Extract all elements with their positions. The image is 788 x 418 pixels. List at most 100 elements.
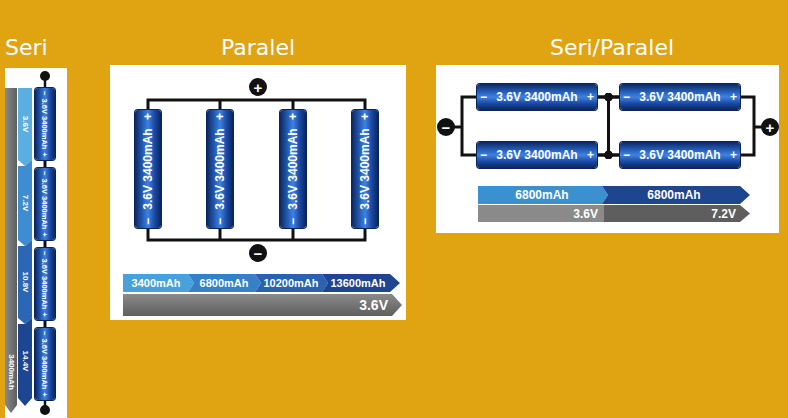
polarity-mark: − (41, 91, 50, 95)
capacity-bar (255, 274, 328, 292)
voltage-value: 10.8V (21, 272, 29, 293)
section-title: Seri/Paralel (550, 37, 674, 59)
junction-dot (605, 93, 613, 101)
voltage-value: 3.6V (21, 116, 29, 132)
battery-cell: −3.6V 3400mAh+ (620, 142, 740, 168)
capacity-value: 3400mAh (7, 354, 15, 390)
wire (462, 97, 477, 155)
junction-dot (605, 151, 613, 159)
cell-rating: 3.6V 3400mAh (358, 128, 372, 209)
polarity-mark: + (587, 148, 594, 162)
polarity-mark: + (587, 90, 594, 104)
wire (219, 228, 222, 240)
cell-label-row: −3.6V 3400mAh + (477, 142, 597, 168)
junction-dot (605, 151, 613, 159)
polarity-mark: + (41, 153, 50, 157)
capacity-bar (5, 88, 17, 413)
cell-rating: 3.6V 3400mAh (639, 90, 720, 104)
voltage-bar (123, 294, 402, 316)
cell-label-row: − 3.6V 3400mAh + (280, 110, 306, 228)
terminal (40, 405, 50, 415)
voltage-value: 3.6V (573, 208, 598, 220)
polarity-mark: − (41, 251, 50, 255)
voltage-value: 3.6V (359, 298, 388, 312)
battery-cell: − 3.6V 3400mAh + (280, 110, 306, 228)
terminal-sign: + (254, 80, 263, 95)
battery-cell: −3.6V 3400mAh + (477, 84, 597, 110)
battery-cell: − 3.6V 3400mAh + (135, 110, 161, 228)
terminal (761, 118, 779, 136)
cell-label-row: − 3.6V 3400mAh + (135, 110, 161, 228)
terminal (40, 71, 50, 81)
battery-cell: −3.6V 3400mAh+ (207, 110, 233, 228)
voltage-value: 7.2V (711, 208, 736, 220)
capacity-bar (602, 186, 750, 204)
capacity-bar (188, 274, 261, 292)
capacity-value: 10200mAh (263, 278, 318, 289)
terminal (249, 78, 267, 96)
wire (740, 97, 754, 155)
capacity-bar (123, 274, 194, 292)
cell-rating: 3.6V 3400mAh (286, 128, 300, 209)
battery-cell: −3.6V 3400mAh + (620, 84, 740, 110)
battery-cell: −3.6V 3400mAh+ (35, 328, 55, 400)
voltage-bar (18, 318, 32, 406)
cell-rating: 3.6V 3400mAh (639, 148, 720, 162)
panel (110, 65, 406, 320)
cell-label-row: −3.6V 3400mAh+ (352, 110, 378, 228)
panel (5, 68, 67, 418)
wire (148, 228, 365, 240)
wire (148, 100, 365, 110)
polarity-mark: + (41, 233, 50, 237)
cell-rating: 3.6V 3400mAh (141, 128, 155, 209)
cell-rating: 3.6V 3400mAh (41, 179, 50, 230)
polarity-mark: − (41, 331, 50, 335)
cell-label-row: −3.6V 3400mAh + (620, 84, 740, 110)
polarity-mark: + (213, 113, 227, 120)
terminal-sign: − (442, 120, 451, 135)
cell-label-row: −3.6V 3400mAh+ (35, 328, 55, 400)
capacity-bar (478, 186, 608, 204)
junction-dot (605, 93, 613, 101)
battery-cell: −3.6V 3400mAh + (477, 142, 597, 168)
cell-label-row: − 3.6V 3400mAh + (35, 168, 55, 240)
polarity-mark: + (730, 148, 737, 162)
capacity-value: 6800mAh (200, 278, 249, 289)
cell-rating: 3.6V 3400mAh (496, 90, 577, 104)
section-title: Paralel (221, 37, 295, 59)
voltage-value: 7.2V (21, 195, 29, 211)
polarity-mark: − (480, 148, 487, 162)
cell-rating: 3.6V 3400mAh (41, 99, 50, 150)
battery-cell: − 3.6V 3400mAh + (35, 88, 55, 160)
polarity-mark: − (623, 90, 630, 104)
voltage-bar (604, 205, 750, 222)
battery-cell: − 3.6V 3400mAh + (35, 168, 55, 240)
cell-rating: 3.6V 3400mAh (213, 128, 227, 209)
polarity-mark: − (480, 90, 487, 104)
voltage-value: 14.4V (21, 351, 29, 372)
wire-connector (44, 240, 47, 248)
polarity-mark: + (141, 113, 155, 120)
section-title: Seri (5, 37, 48, 59)
junction-dot (605, 151, 613, 159)
capacity-value: 13600mAh (330, 278, 385, 289)
polarity-mark: − (41, 171, 50, 175)
polarity-mark: − (141, 218, 155, 225)
capacity-value: 3400mAh (132, 278, 181, 289)
polarity-mark: + (730, 90, 737, 104)
terminal (249, 244, 267, 262)
polarity-mark: + (286, 113, 300, 120)
wire-connector (597, 97, 620, 155)
polarity-mark: + (41, 313, 50, 317)
cell-rating: 3.6V 3400mAh (41, 339, 50, 390)
wire-connector (597, 97, 620, 155)
terminal-sign: − (254, 246, 263, 261)
capacity-value: 6800mAh (515, 189, 568, 201)
terminal-sign: + (766, 120, 775, 135)
polarity-mark: − (286, 218, 300, 225)
cell-label-row: −3.6V 3400mAh+ (35, 248, 55, 320)
cell-rating: 3.6V 3400mAh (496, 148, 577, 162)
wire-connector (44, 320, 47, 328)
cell-label-row: − 3.6V 3400mAh + (35, 88, 55, 160)
